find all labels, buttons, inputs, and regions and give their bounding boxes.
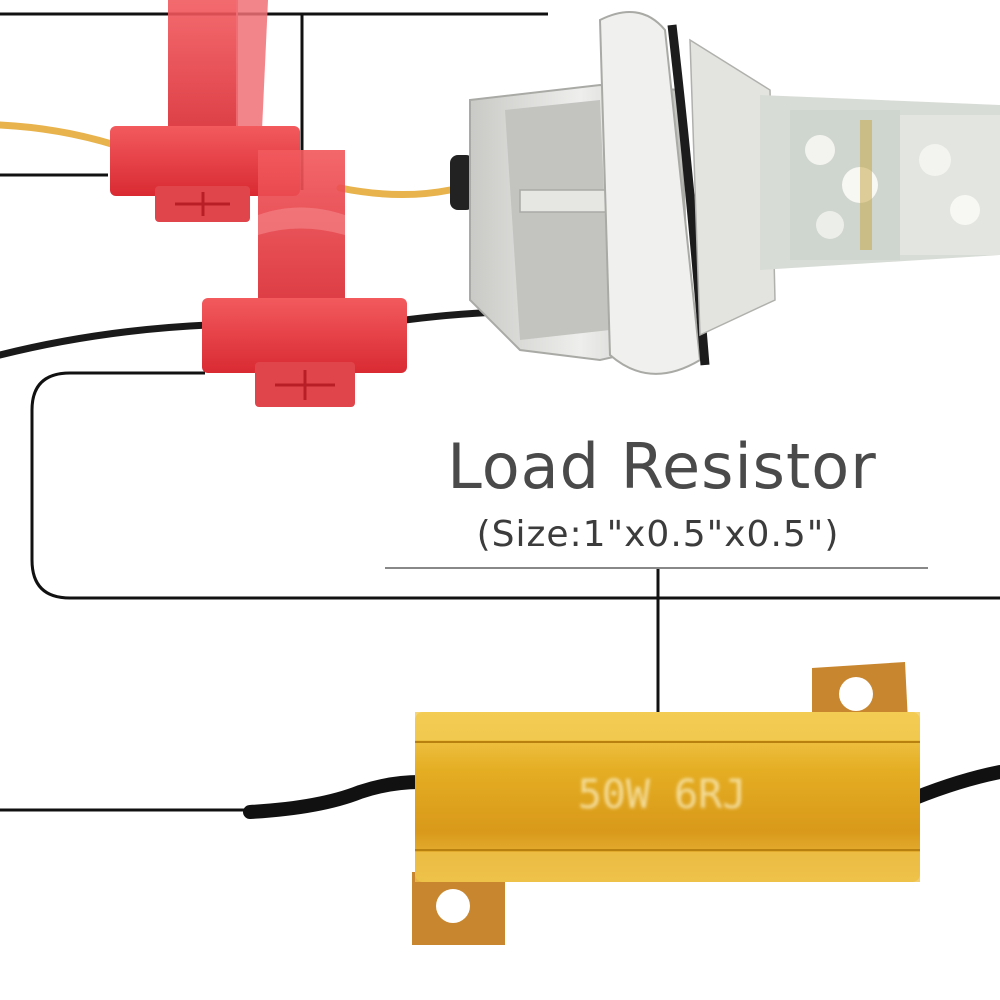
yellow-wire-left: [0, 121, 119, 149]
mount-hole-bottom: [436, 889, 470, 923]
yellow-wire-right: [336, 184, 454, 199]
wires: [0, 121, 1000, 819]
bulb-socket: [450, 11, 776, 375]
caption-size: (Size:1"x0.5"x0.5"): [476, 514, 840, 555]
load-resistor: 50W 6RJ: [412, 662, 920, 945]
callout-lines: [0, 12, 1000, 812]
resistor-marking: 50W 6RJ: [578, 772, 747, 818]
black-wire-left: [0, 321, 212, 359]
resistor-lead-right: [908, 765, 1000, 805]
loop-callout-line: [30, 371, 1000, 600]
splice-connector-lower: [202, 150, 407, 407]
caption-title: Load Resistor: [447, 430, 877, 503]
led-bulb: [760, 95, 1000, 270]
mount-hole-top: [839, 677, 873, 711]
splice-connector-upper: [110, 0, 300, 222]
resistor-body: [415, 712, 920, 882]
resistor-lead-left: [243, 775, 427, 819]
